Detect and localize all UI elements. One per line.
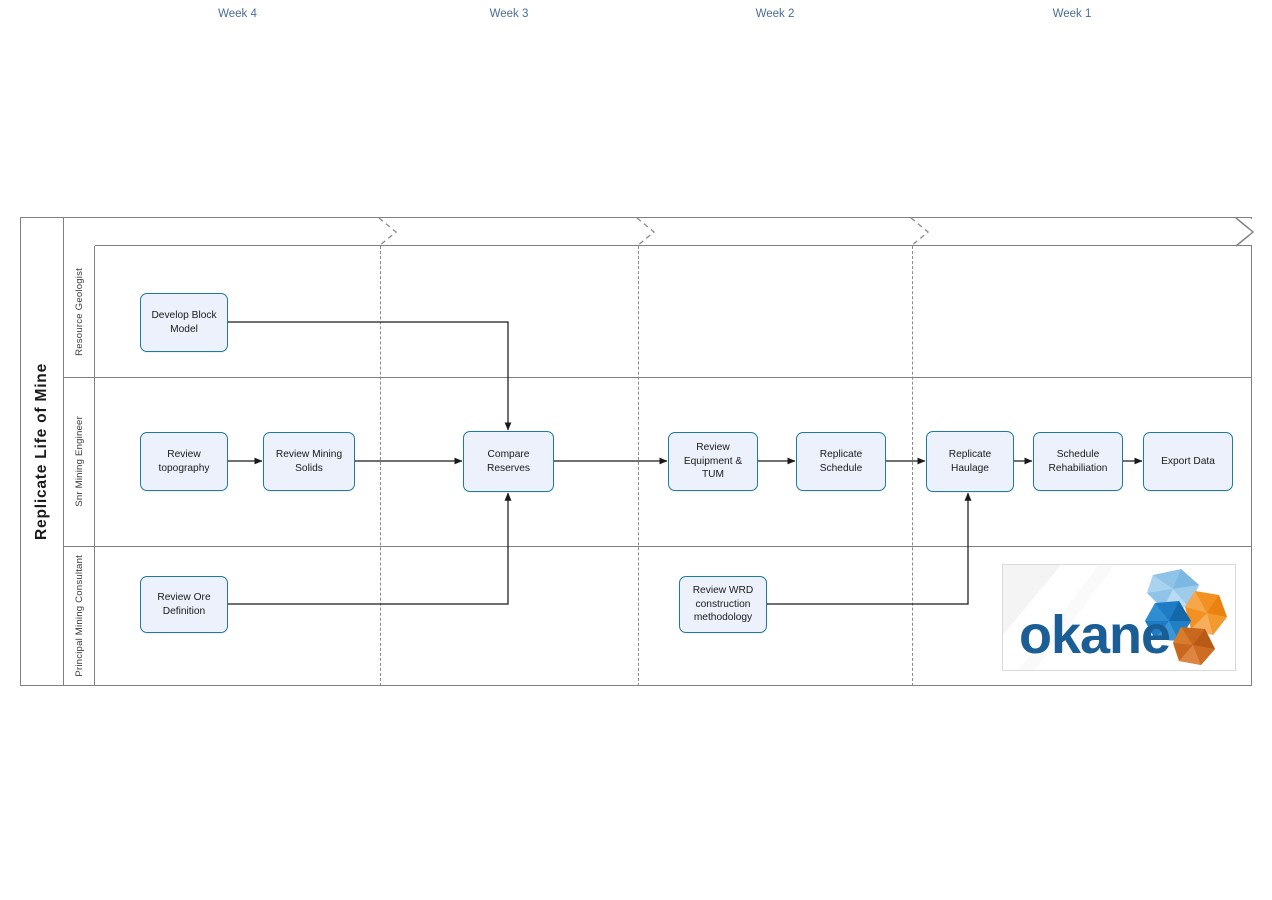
phase-label-week-1: Week 1 <box>1052 8 1092 20</box>
lane-label-text: Resource Geologist <box>73 267 85 356</box>
lane-divider-2 <box>64 546 1252 547</box>
okane-logo-graphic: okane <box>1003 565 1235 670</box>
phase-separator-week-3-2 <box>638 246 639 686</box>
phase-label-week-4: Week 4 <box>218 8 257 20</box>
okane-logo: okane <box>1002 564 1236 671</box>
lane-label-snr-mining-engineer: Snr Mining Engineer <box>64 377 95 546</box>
phase-separator-week-2-1 <box>912 246 913 686</box>
okane-wordmark: okane <box>1019 605 1170 665</box>
phase-header-band <box>95 217 1252 246</box>
lane-divider-1 <box>64 377 1252 378</box>
phase-label-week-3: Week 3 <box>489 8 529 20</box>
logo-shape-brownorange <box>1173 627 1215 665</box>
logo-shape-lightblue <box>1147 569 1199 609</box>
phase-separator-week-4-3 <box>380 246 381 686</box>
task-label: Export Data <box>1161 455 1215 467</box>
phase-header-underline <box>95 245 1252 246</box>
lane-label-text: Snr Mining Engineer <box>73 416 85 507</box>
lane-label-principal-mining-consultant: Principal Mining Consultant <box>64 546 95 686</box>
phase-label-week-2: Week 2 <box>755 8 795 20</box>
lane-label-resource-geologist: Resource Geologist <box>64 246 95 377</box>
pool-title: Replicate Life of Mine <box>20 217 64 686</box>
lane-label-text: Principal Mining Consultant <box>73 555 85 677</box>
task-export-data[interactable]: Export Data <box>1143 432 1233 491</box>
logo-shape-orange <box>1185 591 1227 635</box>
pool-title-label: Replicate Life of Mine <box>32 363 50 540</box>
